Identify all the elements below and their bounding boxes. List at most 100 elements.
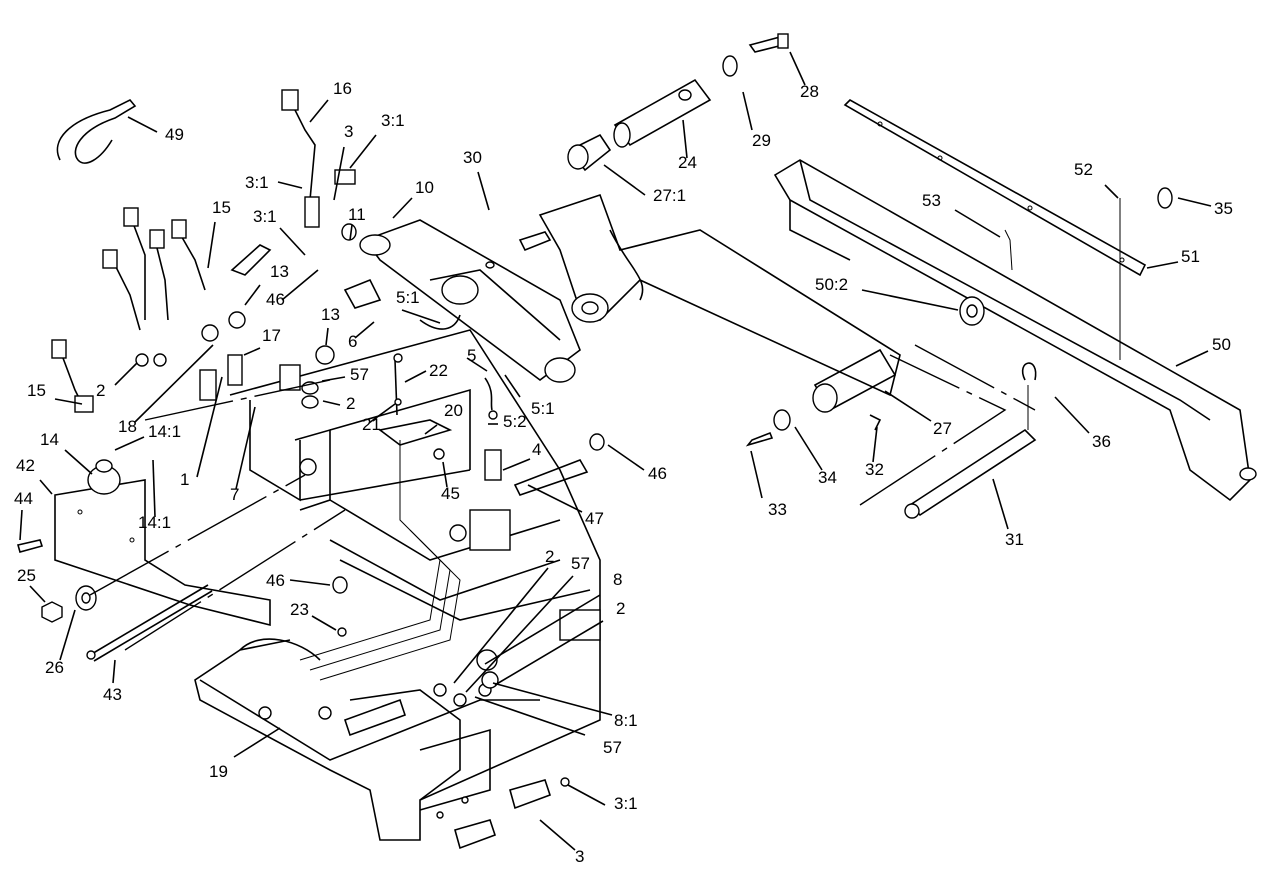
leader-line-c14_1a <box>114 436 145 451</box>
leader-line-c24 <box>682 119 688 159</box>
leader-line-c11 <box>349 224 353 241</box>
leader-line-c3_1c <box>279 227 306 256</box>
callout-label-c42: 42 <box>16 456 35 475</box>
leader-line-c2d <box>494 620 604 686</box>
callout-label-c1: 1 <box>180 470 189 489</box>
callout-label-c13a: 13 <box>270 262 289 281</box>
pivot-tube-part <box>745 348 897 447</box>
leader-line-c46b <box>607 444 645 471</box>
leader-line-c50 <box>1175 350 1209 367</box>
lift-arm-part <box>359 219 581 383</box>
callout-label-c14_1b: 14:1 <box>138 513 171 532</box>
leader-line-c52 <box>1104 184 1119 199</box>
callout-label-c46b: 46 <box>648 464 667 483</box>
callout-label-c22: 22 <box>429 361 448 380</box>
leader-line-c3b <box>539 819 576 851</box>
callout-label-c7: 7 <box>230 485 239 504</box>
callout-label-c34: 34 <box>818 468 837 487</box>
callout-label-c4: 4 <box>532 440 541 459</box>
callout-label-c44: 44 <box>14 489 33 508</box>
leader-line-c6 <box>354 321 375 339</box>
leader-line-c21 <box>368 403 396 424</box>
callout-label-c53: 53 <box>922 191 941 210</box>
callout-label-c3b: 3 <box>575 847 584 866</box>
callout-label-c2b: 2 <box>346 394 355 413</box>
callout-label-c11: 11 <box>348 205 366 224</box>
leader-line-c2a <box>114 362 138 386</box>
leader-line-c22 <box>404 370 427 383</box>
callout-label-c15a: 15 <box>212 198 231 217</box>
leader-line-c53 <box>954 209 1001 238</box>
callout-label-c49: 49 <box>165 125 184 144</box>
leader-line-c2b <box>322 400 341 406</box>
leader-line-c46c <box>289 579 331 586</box>
leader-line-c29 <box>742 91 753 131</box>
leader-line-c27 <box>884 390 932 422</box>
callout-label-c30: 30 <box>463 148 482 167</box>
callout-label-c35: 35 <box>1214 199 1233 218</box>
callout-label-c43: 43 <box>103 685 122 704</box>
leader-line-c18 <box>134 344 214 423</box>
callout-label-c3_1c: 3:1 <box>253 207 277 226</box>
callout-label-c27: 27 <box>933 419 952 438</box>
callout-label-c57a: 57 <box>350 365 369 384</box>
alignment-lines <box>89 344 1036 651</box>
callout-label-c46c: 46 <box>266 571 285 590</box>
callout-label-c3_1d: 3:1 <box>614 794 638 813</box>
callout-label-c24: 24 <box>678 153 697 172</box>
callout-label-c28: 28 <box>800 82 819 101</box>
leader-line-c17 <box>243 347 261 356</box>
callout-label-c33: 33 <box>768 500 787 519</box>
leader-line-c5_1b <box>504 374 521 398</box>
leader-line-c13a <box>244 284 261 306</box>
leader-line-c16 <box>309 99 329 123</box>
callout-label-c8: 8 <box>613 570 622 589</box>
callout-label-c57c: 57 <box>603 738 622 757</box>
callout-label-c31: 31 <box>1005 530 1024 549</box>
callout-label-c14: 14 <box>40 430 59 449</box>
leader-line-c44 <box>19 509 23 541</box>
callout-label-c3_1a: 3:1 <box>381 111 405 130</box>
hardware-part <box>16 539 348 662</box>
leader-line-c10 <box>392 197 413 219</box>
callout-label-c32: 32 <box>865 460 884 479</box>
leader-line-c14 <box>64 449 93 475</box>
leader-line-c33 <box>750 450 763 499</box>
leader-line-c50_2 <box>861 289 959 311</box>
callout-label-c52: 52 <box>1074 160 1093 179</box>
leader-line-c7 <box>235 406 256 490</box>
leader-line-c35 <box>1177 197 1212 207</box>
callout-label-c2d: 2 <box>616 599 625 618</box>
leader-line-c8_1 <box>492 682 613 716</box>
callout-label-c23: 23 <box>290 600 309 619</box>
leader-line-c57c <box>474 696 586 736</box>
leader-line-c13b <box>325 327 329 346</box>
callout-label-c5_2: 5:2 <box>503 412 527 431</box>
callout-label-c15b: 15 <box>27 381 46 400</box>
leader-line-c3_1b <box>277 181 303 189</box>
callout-label-c14_1a: 14:1 <box>148 422 181 441</box>
leader-line-c57a <box>321 376 346 382</box>
callout-label-c13b: 13 <box>321 305 340 324</box>
leader-line-c15b <box>54 398 83 405</box>
callout-label-c6: 6 <box>348 332 357 351</box>
leader-line-c5_1a <box>401 309 441 324</box>
callout-label-c5_1b: 5:1 <box>531 399 555 418</box>
washer-part <box>1004 187 1173 360</box>
callout-label-c17: 17 <box>262 326 281 345</box>
leader-line-c57b <box>465 575 574 693</box>
leader-line-c27_1 <box>603 164 646 196</box>
callout-label-c46a: 46 <box>266 290 285 309</box>
callout-label-c19: 19 <box>209 762 228 781</box>
callout-label-c27_1: 27:1 <box>653 186 686 205</box>
callout-label-c57b: 57 <box>571 554 590 573</box>
callout-label-c2c: 2 <box>545 547 554 566</box>
leader-line-c36 <box>1054 396 1090 434</box>
leader-line-c3_1d <box>567 784 606 806</box>
lock-pin-part <box>904 362 1037 519</box>
leader-line-c45 <box>442 461 448 488</box>
leader-line-c20 <box>424 424 438 435</box>
swing-frame-part <box>773 159 1257 502</box>
bar-part <box>843 99 1147 277</box>
